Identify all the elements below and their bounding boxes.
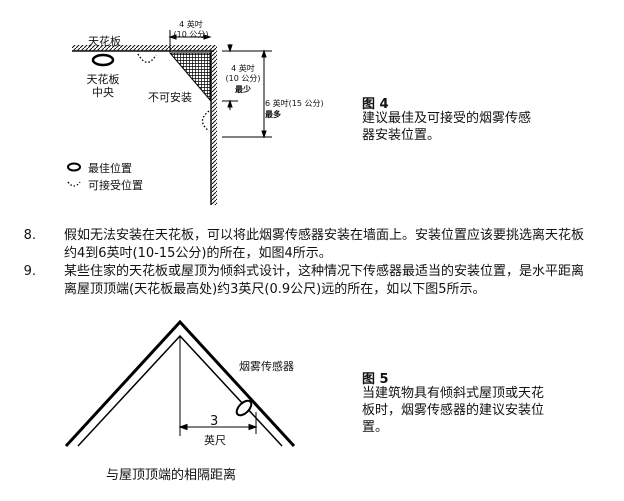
ceiling-surface xyxy=(72,45,217,52)
dim-side-line1: 4 英吋 xyxy=(231,64,255,73)
dead-air-zone xyxy=(168,52,211,102)
acceptable-location-ceiling xyxy=(137,53,157,63)
figure4-caption: 建议最佳及可接受的烟雾传感器安装位置。 xyxy=(362,111,532,143)
label-center-line1: 天花板 xyxy=(86,73,120,86)
legend-acceptable-label: 可接受位置 xyxy=(88,179,143,192)
label-smoke-sensor: 烟雾传感器 xyxy=(239,360,294,373)
dimension-top xyxy=(168,30,212,52)
dim-far-line1: 6 英吋(15 公分) xyxy=(265,99,324,108)
best-location-oval xyxy=(91,53,115,67)
label-center-line2: 中央 xyxy=(92,86,114,99)
figure5-caption: 当建筑物具有倾斜式屋顶或天花板时，烟雾传感器的建议安装位置。 xyxy=(362,386,545,435)
dim-top-line1: 4 英吋 xyxy=(179,20,203,29)
dim-top-line2: (10 公分) xyxy=(173,30,209,39)
dimension-3ft xyxy=(178,412,258,434)
dim-3-value: 3 xyxy=(210,414,219,429)
dim-3-unit: 英尺 xyxy=(204,434,226,447)
item-text: 某些住家的天花板或屋顶为倾斜式设计，这种情况下传感器最适当的安装位置，是水平距离… xyxy=(64,264,585,297)
label-not-allowed: 不可安装 xyxy=(148,91,192,104)
item-number: 8. xyxy=(23,228,36,243)
smoke-sensor-icon xyxy=(235,399,253,417)
label-ceiling: 天花板 xyxy=(88,35,121,48)
dimension-far xyxy=(222,49,272,139)
dim-side-line2: (10 公分) xyxy=(225,74,261,83)
legend-acceptable-icon xyxy=(67,181,81,187)
item-number: 9. xyxy=(23,264,36,279)
item-text: 假如无法安装在天花板，可以将此烟雾传感器安装在墙面上。安装位置应该要挑选离天花板… xyxy=(64,228,585,261)
dim-far-line2: 最多 xyxy=(265,110,281,119)
figure4-title: 图 4 xyxy=(362,97,389,112)
figure5-bottom-caption: 与屋顶顶端的相隔距离 xyxy=(106,468,237,483)
figure5-title: 图 5 xyxy=(362,372,389,387)
acceptable-location-wall xyxy=(201,110,210,132)
legend-best-icon xyxy=(67,162,81,172)
dim-side-line3: 最少 xyxy=(235,85,251,94)
legend-best-label: 最佳位置 xyxy=(88,162,132,175)
wall-surface xyxy=(210,45,217,205)
